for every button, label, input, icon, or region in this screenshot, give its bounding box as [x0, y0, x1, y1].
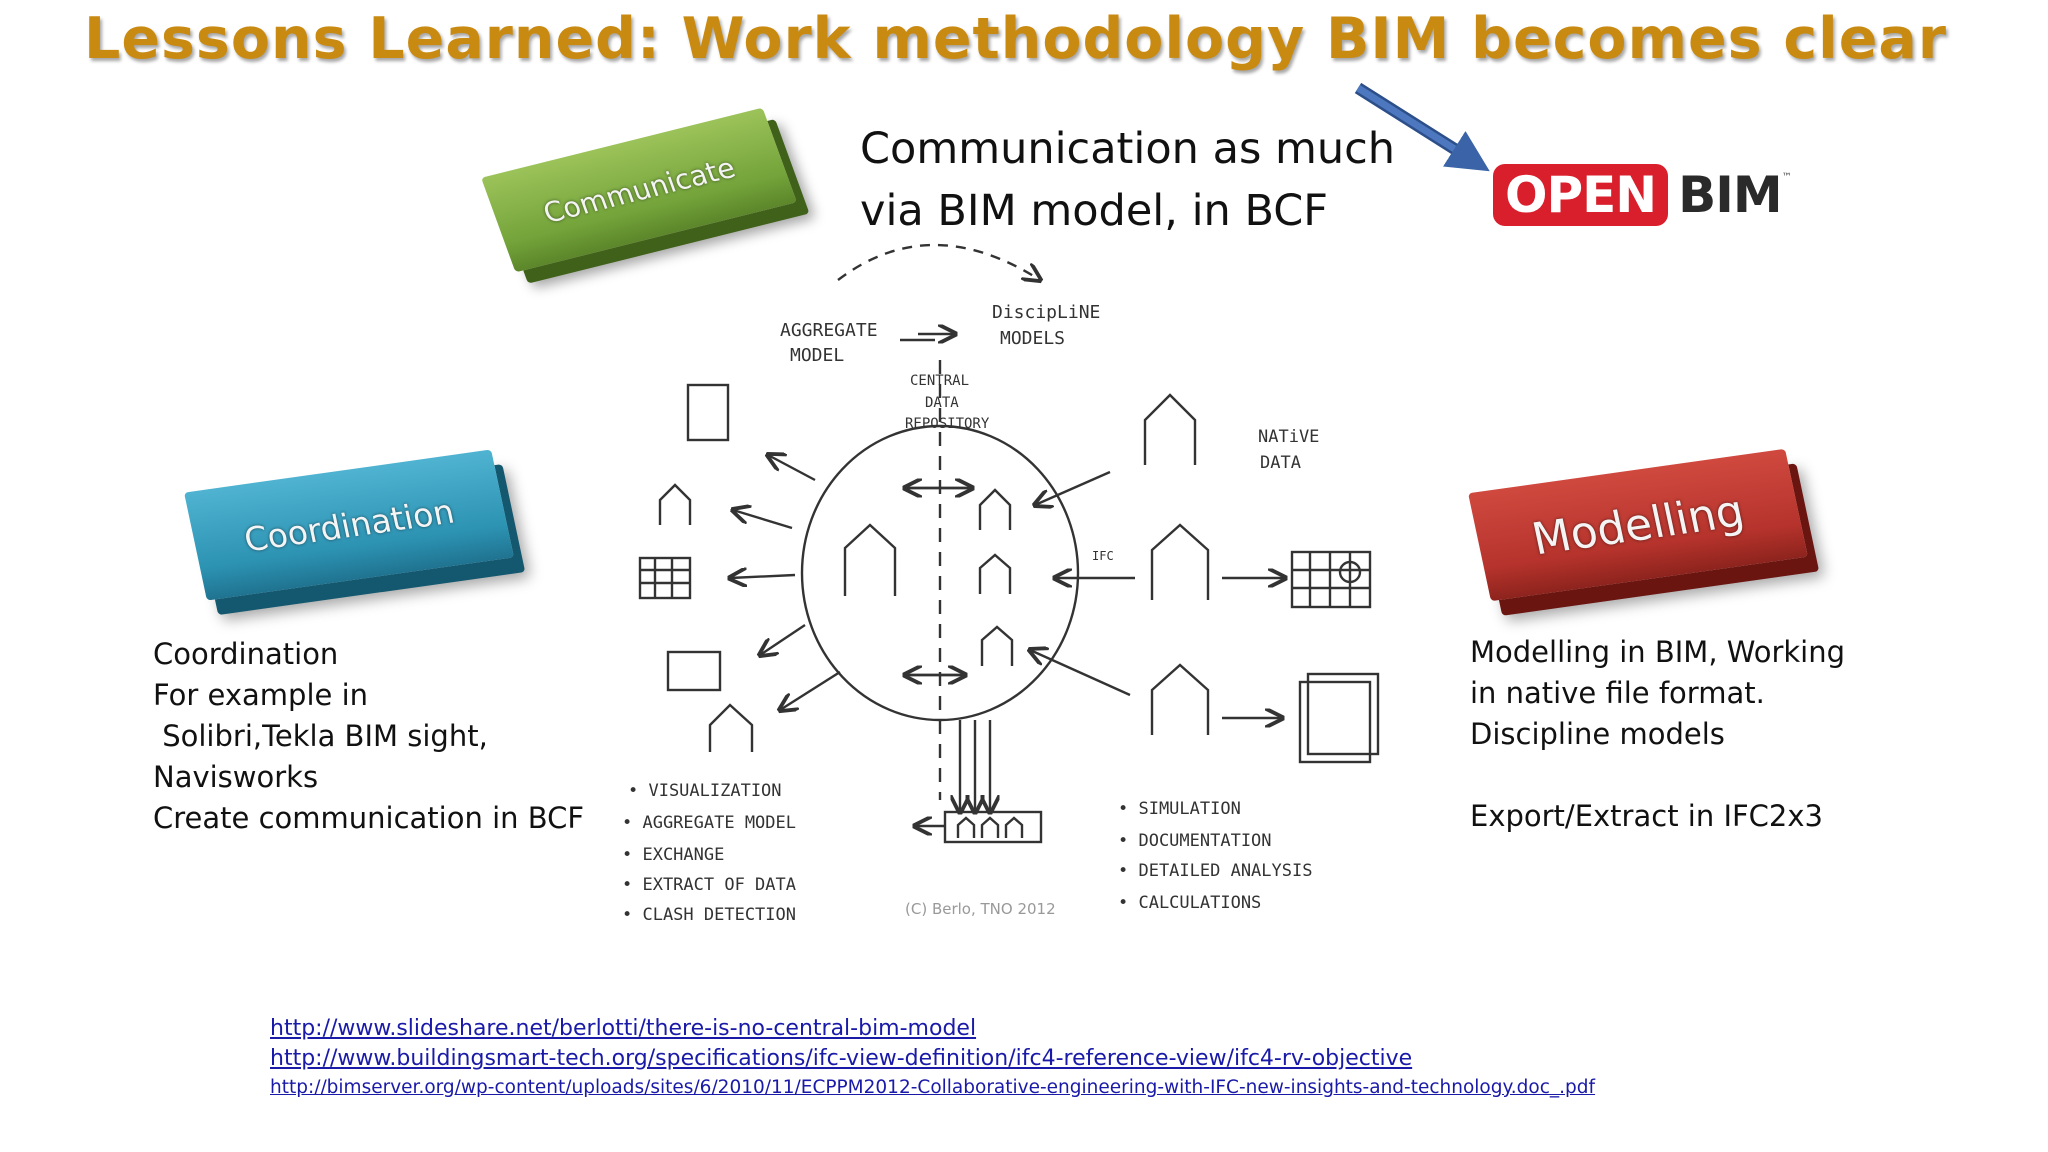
repository-box-icon — [943, 810, 1043, 844]
central-label-2: DATA — [925, 395, 959, 411]
bim-sketch-diagram — [638, 243, 1380, 844]
discipline-models-label-1: DiscipLiNE — [992, 302, 1100, 323]
grid-plan-icon — [638, 556, 692, 600]
house-icon — [1150, 523, 1210, 600]
coordination-text-line-1: Coordination — [153, 637, 339, 671]
ifc-label: IFC — [1092, 549, 1114, 563]
modelling-text-line-3: Discipline models — [1470, 717, 1725, 751]
house-icon — [1150, 663, 1210, 735]
reference-link-3[interactable]: http://bimserver.org/wp-content/uploads/… — [270, 1077, 1596, 1098]
central-label-3: REPOSITORY — [905, 416, 990, 432]
plan-drawing-icon — [666, 650, 722, 692]
coordination-label: Coordination — [240, 491, 458, 559]
openbim-logo-trademark: ™ — [1781, 172, 1792, 183]
discipline-models-label-2: MODELS — [1000, 328, 1065, 349]
right-list-item-3: • DETAILED ANALYSIS — [1118, 861, 1312, 881]
aggregate-model-label-1: AGGREGATE — [780, 320, 878, 341]
modelling-label: Modelling — [1527, 485, 1749, 565]
sketch-labels: AGGREGATE MODEL DiscipLiNE MODELS CENTRA… — [622, 302, 1319, 925]
headline: Communication as much via BIM model, in … — [860, 118, 1420, 242]
drawing-stack-icon — [1298, 680, 1372, 764]
house-icon — [978, 488, 1012, 530]
openbim-pointer-arrow — [1354, 82, 1490, 172]
coordination-text-line-5: Create communication in BCF — [153, 801, 585, 835]
modelling-text-line-5: Export/Extract in IFC2x3 — [1470, 799, 1823, 833]
native-data-label-2: DATA — [1260, 453, 1301, 473]
document-icon — [686, 383, 730, 442]
central-label-1: CENTRAL — [910, 373, 969, 389]
house-icon — [843, 523, 897, 596]
left-list-item-2: • AGGREGATE MODEL — [622, 813, 796, 833]
house-icon — [978, 553, 1012, 594]
house-icon — [980, 625, 1014, 666]
coordination-description: Coordination For example in Solibri,Tekl… — [153, 634, 593, 839]
house-icon — [1143, 393, 1197, 465]
right-list-item-4: • CALCULATIONS — [1118, 893, 1261, 913]
sketch-copyright: (C) Berlo, TNO 2012 — [905, 900, 1056, 918]
left-list-item-1: • VISUALIZATION — [628, 781, 782, 801]
right-list-item-1: • SIMULATION — [1118, 799, 1241, 819]
modelling-text-line-1: Modelling in BIM, Working — [1470, 635, 1846, 669]
left-list-item-3: • EXCHANGE — [622, 845, 724, 865]
modelling-description: Modelling in BIM, Working in native file… — [1470, 632, 1930, 837]
right-list-item-2: • DOCUMENTATION — [1118, 831, 1272, 851]
modelling-text-line-2: in native file format. — [1470, 676, 1765, 710]
modelling-text-line-4 — [1470, 755, 1930, 796]
aggregate-model-label-2: MODEL — [790, 345, 844, 366]
reference-links: http://www.slideshare.net/berlotti/there… — [270, 1014, 1690, 1102]
openbim-logo-open: OPEN — [1493, 164, 1669, 226]
native-data-label-1: NATiVE — [1258, 427, 1319, 447]
openbim-logo-bim: BIM — [1678, 166, 1782, 224]
left-list-item-4: • EXTRACT OF DATA — [622, 875, 796, 895]
openbim-logo: OPEN BIM ™ — [1493, 156, 1792, 234]
slide-title: Lessons Learned: Work methodology BIM be… — [84, 6, 1947, 72]
left-list-item-5: • CLASH DETECTION — [622, 905, 796, 925]
coordination-text-line-4: Navisworks — [153, 760, 319, 794]
communicate-label: Communicate — [538, 150, 740, 230]
coordination-text-line-2: For example in — [153, 678, 369, 712]
reference-link-2[interactable]: http://www.buildingsmart-tech.org/specif… — [270, 1046, 1413, 1071]
headline-line-2: via BIM model, in BCF — [860, 186, 1328, 236]
coordination-text-line-3: Solibri,Tekla BIM sight, — [153, 719, 488, 753]
headline-line-1: Communication as much — [860, 124, 1396, 174]
house-icon — [708, 703, 754, 752]
house-icon — [658, 483, 692, 525]
reference-link-1[interactable]: http://www.slideshare.net/berlotti/there… — [270, 1016, 977, 1041]
